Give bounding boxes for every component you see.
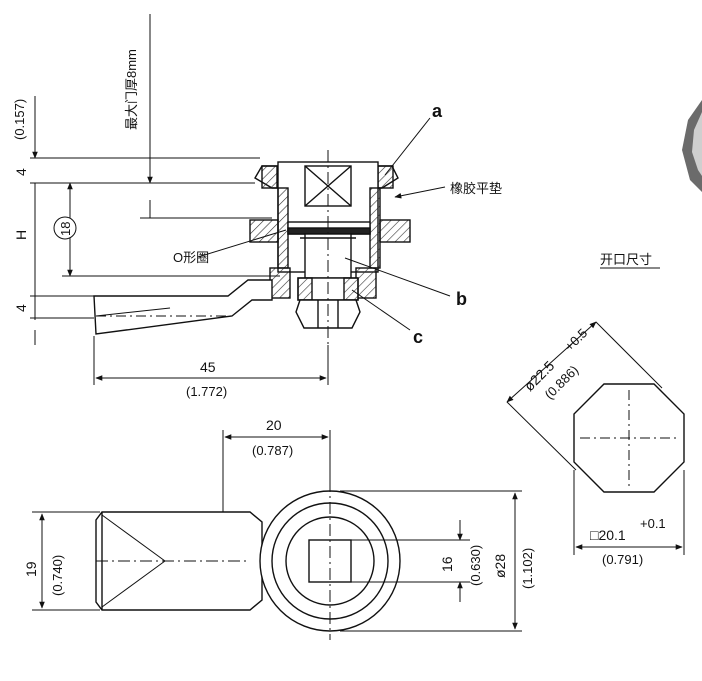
dim-bottom-mm: 4 [13, 304, 29, 312]
dim-dia-inch: (1.102) [520, 548, 535, 589]
cutout-flat-inch: (0.791) [602, 552, 643, 567]
cutout-view [573, 383, 685, 493]
cutout-title: 开口尺寸 [600, 252, 652, 267]
callout-a: a [432, 101, 443, 121]
dim-offset-inch: (0.787) [252, 443, 293, 458]
dim-dia-mm: ø28 [492, 554, 508, 578]
cutout-flat-tol: +0.1 [640, 516, 666, 531]
dim-circle-value: 18 [58, 222, 73, 236]
dim-offset-mm: 20 [266, 417, 282, 433]
side-view-dimensions [30, 14, 451, 385]
dim-top-mm: 4 [13, 168, 29, 176]
dim-height-inch: (0.740) [50, 555, 65, 596]
bottom-plan-view [95, 480, 401, 640]
o-ring-note: O形圈 [173, 250, 209, 265]
dim-square-mm: 16 [439, 556, 455, 572]
rubber-washer-note: 橡胶平垫 [450, 181, 502, 196]
cutout-dimensions [506, 267, 685, 555]
product-photo-fragment [682, 100, 702, 192]
dim-top-inch: (0.157) [12, 99, 27, 140]
dim-length-inch: (1.772) [186, 384, 227, 399]
callout-c: c [413, 327, 423, 347]
max-door-thickness-note: 最大门厚8mm [124, 49, 139, 130]
side-section-view [93, 150, 411, 345]
bottom-view-dimensions [32, 430, 522, 632]
cutout-dia-tol: +0.5 [562, 325, 591, 354]
dim-height-mm: 19 [23, 561, 39, 577]
dim-h-label: H [13, 230, 29, 240]
dim-length-mm: 45 [200, 359, 216, 375]
cutout-flat-mm: □20.1 [590, 527, 626, 543]
callout-b: b [456, 289, 467, 309]
dim-square-inch: (0.630) [468, 545, 483, 586]
